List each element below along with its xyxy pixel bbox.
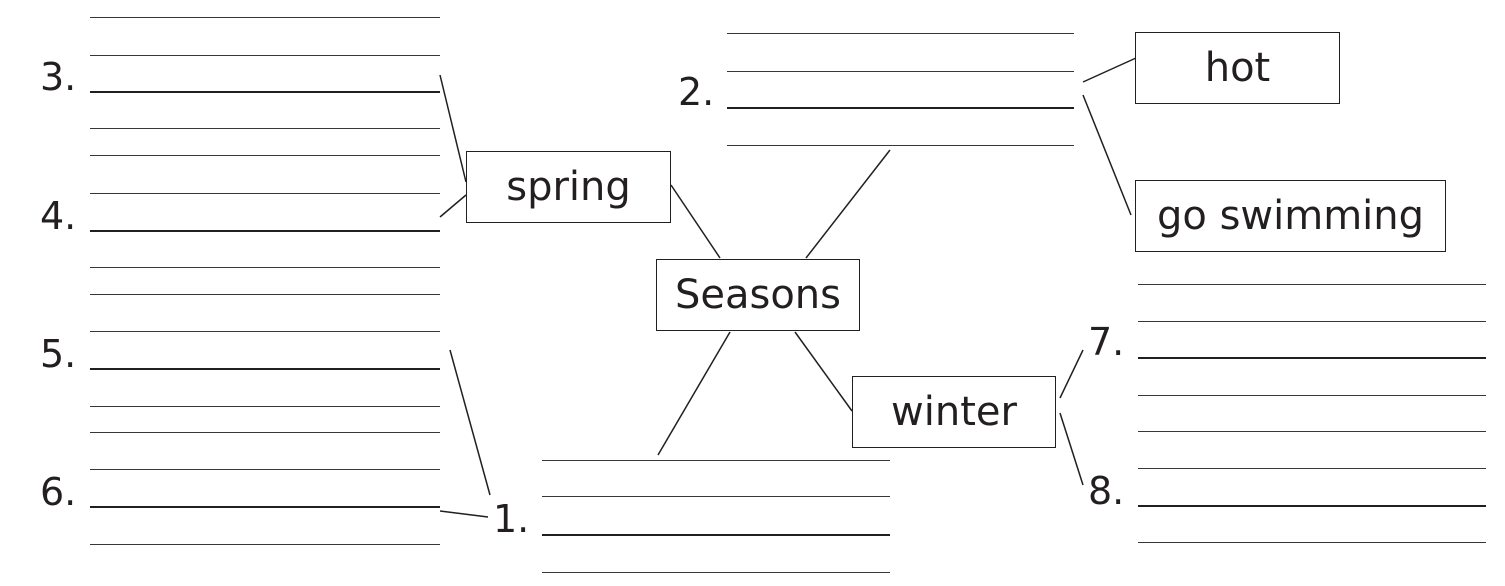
writing-line xyxy=(90,469,440,470)
connector-3-spring xyxy=(439,74,467,183)
writing-line xyxy=(1138,468,1486,469)
blank-number-2: 2. xyxy=(678,70,715,114)
season-box-spring: spring xyxy=(466,151,671,223)
blank-number-6: 6. xyxy=(40,470,77,514)
blank-number-3: 3. xyxy=(40,55,77,99)
writing-line xyxy=(90,544,440,545)
blank-number-8: 8. xyxy=(1088,469,1125,513)
blank-number-4: 4. xyxy=(40,194,77,238)
writing-line xyxy=(90,331,440,332)
answer-line-4[interactable] xyxy=(90,230,440,232)
season-box-winter: winter xyxy=(852,376,1056,448)
connector-6-1 xyxy=(439,510,489,518)
answer-line-7[interactable] xyxy=(1138,357,1486,359)
answer-line-3[interactable] xyxy=(90,91,440,93)
writing-line xyxy=(90,55,440,56)
connector-2-hot xyxy=(1082,57,1137,83)
answer-line-2[interactable] xyxy=(727,107,1074,109)
writing-line xyxy=(542,496,890,497)
writing-line xyxy=(90,294,440,295)
connector-4-spring xyxy=(439,194,467,218)
writing-line xyxy=(542,572,890,573)
connector-winter-7 xyxy=(1059,349,1084,399)
writing-line xyxy=(1138,431,1486,432)
connector-5-1 xyxy=(449,349,491,496)
writing-line xyxy=(90,17,440,18)
connector-spring-seasons xyxy=(670,184,721,259)
connector-2-swimming xyxy=(1082,94,1132,216)
blank-number-1: 1. xyxy=(493,497,530,541)
answer-line-5[interactable] xyxy=(90,368,440,370)
idea-box-hot: hot xyxy=(1135,32,1340,104)
writing-line xyxy=(90,193,440,194)
idea-box-go-swimming: go swimming xyxy=(1135,180,1446,252)
writing-line xyxy=(90,128,440,129)
writing-line xyxy=(90,155,440,156)
writing-line xyxy=(1138,321,1486,322)
blank-number-5: 5. xyxy=(40,332,77,376)
connector-seasons-2 xyxy=(805,149,891,259)
connector-seasons-1 xyxy=(657,331,731,456)
writing-line xyxy=(90,267,440,268)
writing-line xyxy=(542,460,890,461)
connector-winter-8 xyxy=(1059,412,1084,486)
writing-line xyxy=(727,71,1074,72)
writing-line xyxy=(1138,284,1486,285)
writing-line xyxy=(1138,542,1486,543)
blank-number-7: 7. xyxy=(1088,320,1125,364)
writing-line xyxy=(90,406,440,407)
answer-line-1[interactable] xyxy=(542,534,890,536)
answer-line-8[interactable] xyxy=(1138,505,1486,507)
center-box-seasons: Seasons xyxy=(656,259,860,331)
answer-line-6[interactable] xyxy=(90,506,440,508)
writing-line xyxy=(90,432,440,433)
writing-line xyxy=(727,33,1074,34)
writing-line xyxy=(727,145,1074,146)
writing-line xyxy=(1138,395,1486,396)
connector-seasons-winter xyxy=(794,331,853,412)
